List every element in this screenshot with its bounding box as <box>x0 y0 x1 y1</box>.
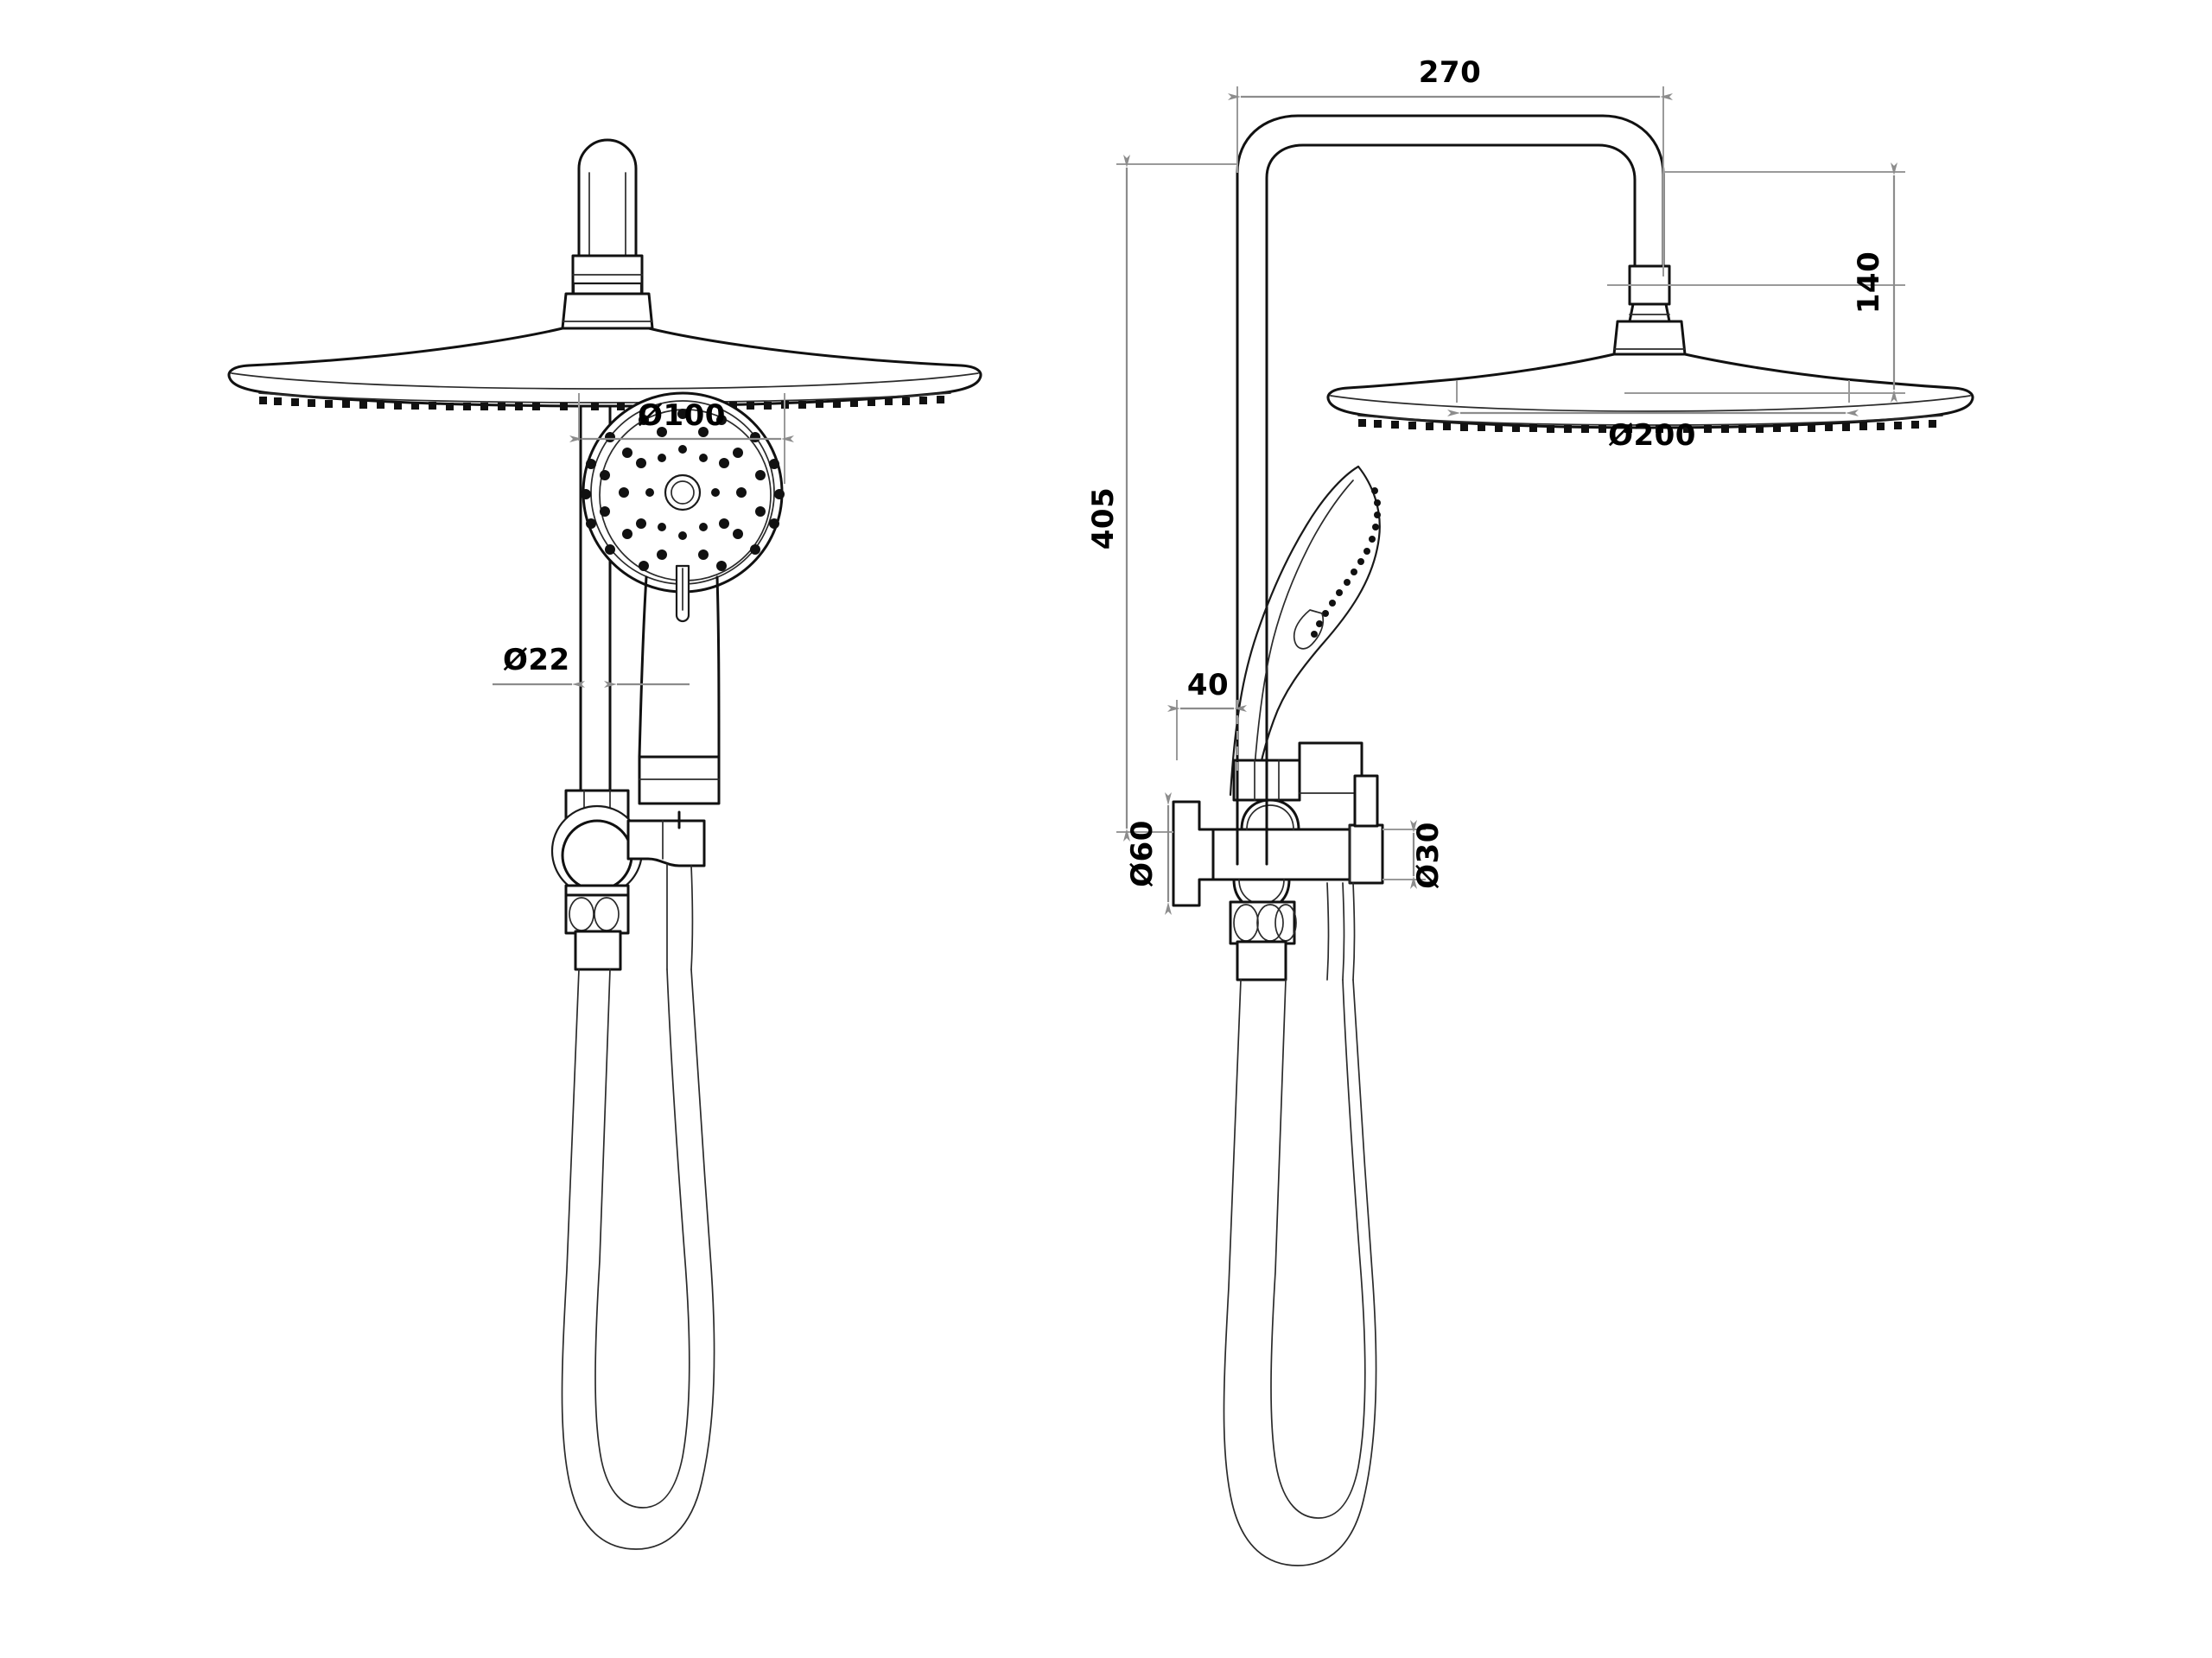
overhead-nozzles-side <box>1358 419 1936 433</box>
slider-bracket-front <box>550 789 706 971</box>
hand-shower-front <box>581 391 785 805</box>
dimension-label-riser-diameter: Ø22 <box>503 643 570 677</box>
overhead-shower-head-side <box>1326 353 1974 433</box>
shower-hose-front <box>561 863 715 1550</box>
dimension-label-wall-flange-diameter: Ø60 <box>1125 820 1160 887</box>
handshower-side-nozzles <box>1311 487 1381 638</box>
dimension-label-overhead-head-diameter: Ø200 <box>1608 418 1696 453</box>
dimension-label-head-drop: 140 <box>1852 251 1886 314</box>
dimension-label-handshower-offset: 40 <box>1187 668 1229 702</box>
dimension-label-handshower-diameter: Ø100 <box>638 398 726 433</box>
side-view-group: 270 140 Ø200 405 40 <box>1086 55 1974 1566</box>
side-dimension-140: 140 <box>1607 162 1905 403</box>
side-dimension-405: 405 <box>1086 155 1237 842</box>
shower-hose-side <box>1223 882 1377 1566</box>
dimension-label-overall-height: 405 <box>1086 487 1121 549</box>
front-dimension-d22: Ø22 <box>493 643 690 688</box>
side-dimension-d200: Ø200 <box>1447 380 1859 453</box>
front-dimension-d100: Ø100 <box>569 393 794 484</box>
side-dimension-d60: Ø60 <box>1125 792 1172 915</box>
arm-joint-collar-front <box>571 254 644 295</box>
dimension-label-arm-reach: 270 <box>1419 55 1481 90</box>
riser-rail-side <box>1236 759 1268 866</box>
side-dimension-40: 40 <box>1167 668 1247 778</box>
dimension-label-bracket-diameter: Ø30 <box>1411 822 1446 889</box>
handshower-nozzles-front <box>581 409 785 577</box>
side-dimension-d30: Ø30 <box>1382 820 1446 889</box>
front-view-group: Ø100 Ø22 <box>227 138 982 1550</box>
side-dimension-270: 270 <box>1228 55 1673 276</box>
shower-arm-side <box>1236 114 1665 866</box>
